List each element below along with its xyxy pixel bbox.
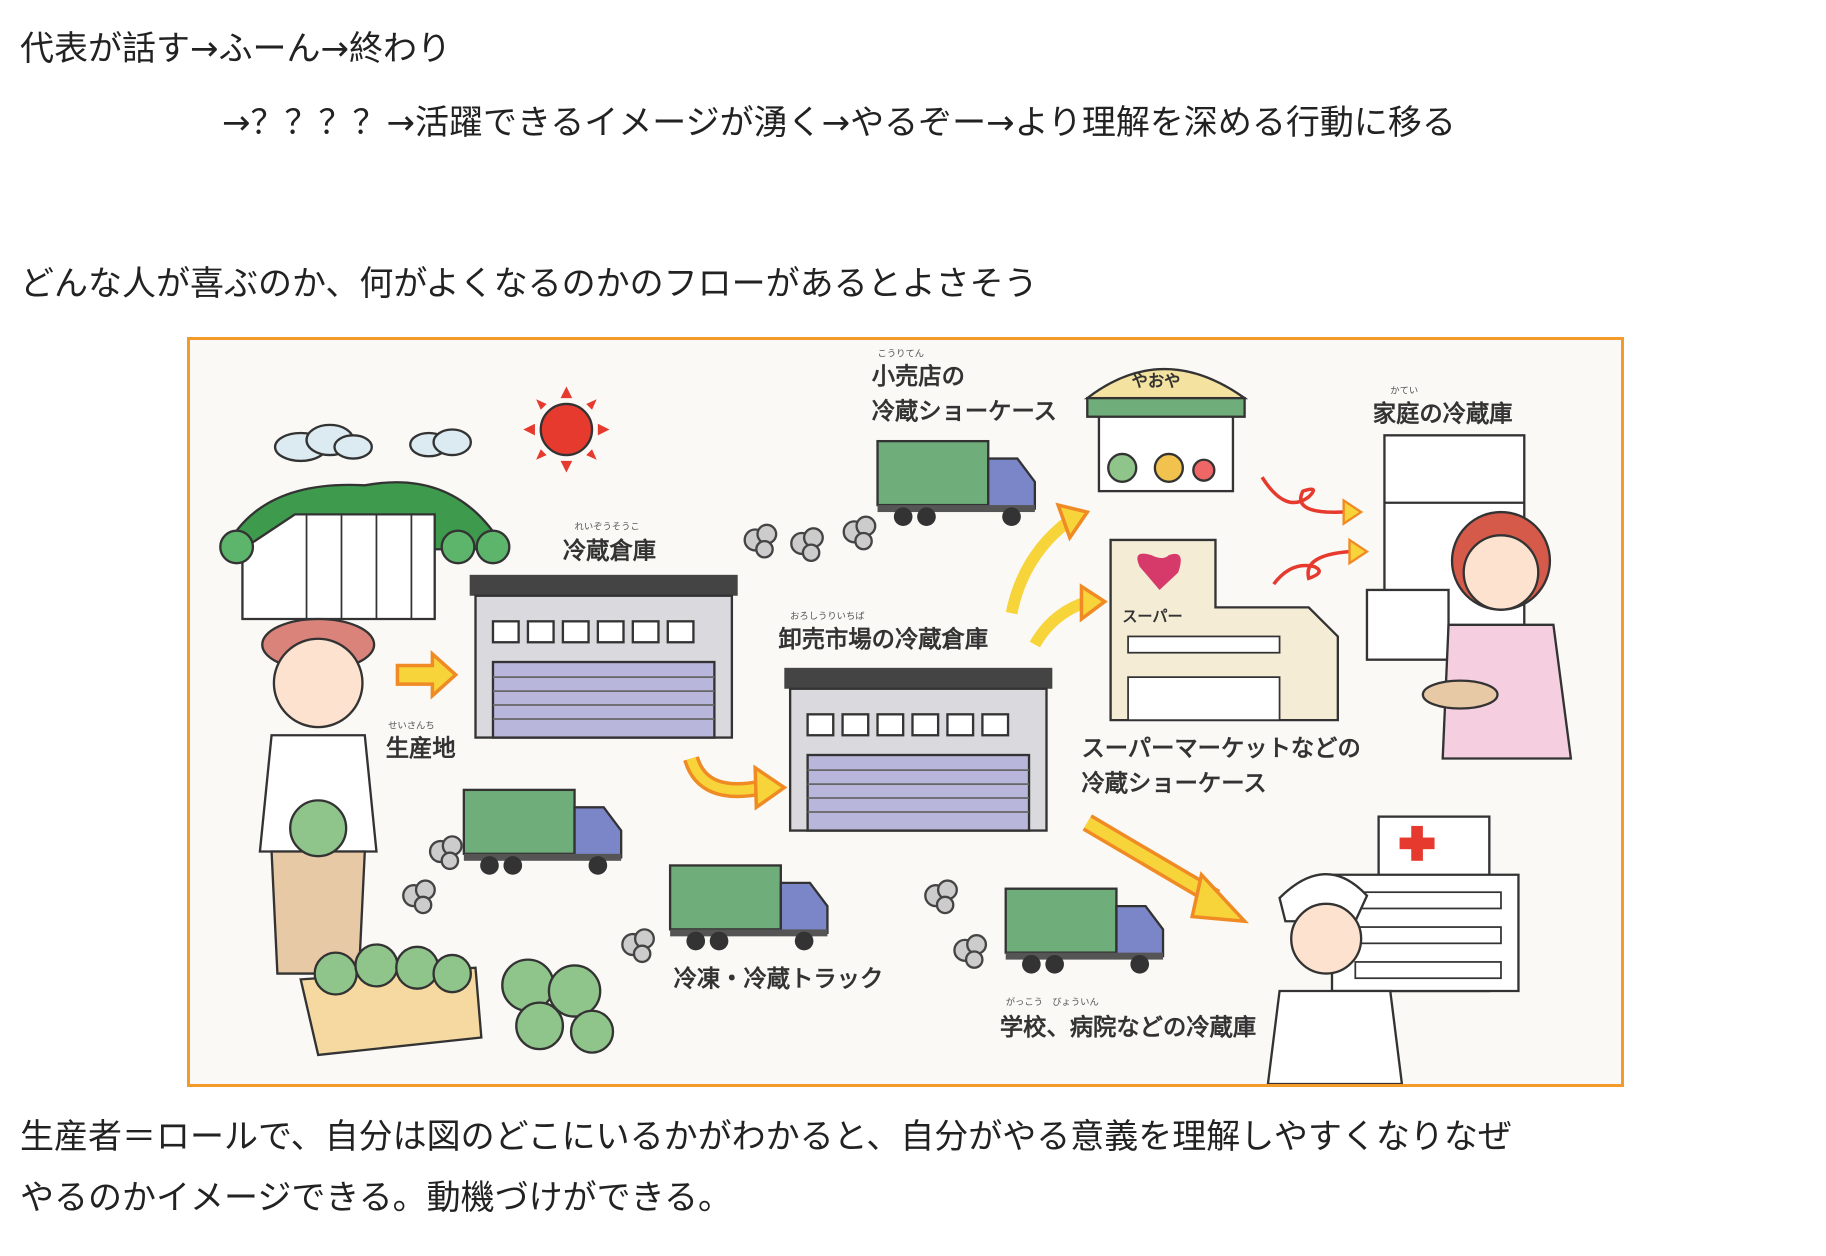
- note-line-5: やるのかイメージできる。動機づけができる。: [20, 1178, 732, 1218]
- flow-arrow-icon: [1029, 596, 1090, 648]
- label-ruby: おろしうりいちば: [790, 611, 865, 622]
- sun-icon: [523, 386, 610, 473]
- note-line-2: →？？？？→活躍できるイメージが湧く→やるぞー→より理解を深める行動に移る: [222, 103, 1456, 143]
- exhaust-icon: [621, 928, 655, 964]
- hospital-illustration: [1330, 815, 1520, 993]
- farmer-illustration: [258, 617, 378, 975]
- exhaust-icon: [402, 879, 436, 915]
- flow-arrow-icon: [1084, 817, 1219, 904]
- supermarket-illustration: [1109, 538, 1339, 722]
- label-truck: 冷凍・冷蔵トラック: [674, 965, 884, 992]
- cabbage-box-illustration: [299, 943, 615, 1057]
- label-home: 家庭の冷蔵庫: [1373, 400, 1513, 427]
- note-line-1: 代表が話す→ふーん→終わり: [20, 29, 451, 69]
- flow-arrow-icon: [1005, 515, 1074, 615]
- label-production: 生産地: [386, 735, 456, 762]
- exhaust-icon: [743, 523, 778, 559]
- cold-storage-warehouse-illustration: [468, 573, 739, 739]
- flow-arrow-icon: [686, 756, 762, 795]
- label-ruby: がっこう びょういん: [1006, 996, 1099, 1008]
- cloud-icon: [273, 423, 473, 463]
- shop-sign: やおや: [1132, 372, 1181, 391]
- label-wholesale: 卸売市場の冷蔵倉庫: [778, 626, 988, 653]
- exhaust-icon: [842, 515, 877, 551]
- illustration-svg: せいさんち 生産地 れいぞうそうこ 冷蔵倉庫 こうりてん 小売店の 冷蔵ショーケ…: [219, 348, 1573, 1084]
- label-ruby: かてい: [1390, 385, 1418, 396]
- housewife-illustration: [1421, 510, 1573, 760]
- label-ruby: れいぞうそうこ: [575, 521, 640, 532]
- cold-chain-flow-illustration: せいさんち 生産地 れいぞうそうこ 冷蔵倉庫 こうりてん 小売店の 冷蔵ショーケ…: [187, 337, 1624, 1087]
- label-super-1: スーパーマーケットなどの: [1081, 735, 1360, 762]
- truck-icon: [462, 788, 623, 876]
- grocery-shop-illustration: [1083, 367, 1249, 493]
- label-retail-2: 冷蔵ショーケース: [872, 398, 1057, 425]
- exhaust-icon: [924, 879, 958, 915]
- label-ruby: こうりてん: [878, 348, 925, 359]
- label-school: 学校、病院などの冷蔵庫: [1000, 1014, 1256, 1041]
- flow-arrow-icon: [1272, 549, 1350, 586]
- super-sign: スーパー: [1122, 607, 1182, 625]
- label-retail-1: 小売店の: [872, 363, 965, 390]
- label-super-2: 冷蔵ショーケース: [1081, 770, 1266, 797]
- truck-icon: [1004, 887, 1165, 975]
- exhaust-icon: [953, 934, 988, 969]
- note-line-4: 生産者＝ロールで、自分は図のどこにいるかがわかると、自分がやる意義を理解しやすく…: [20, 1117, 1512, 1157]
- label-ruby: せいさんち: [388, 720, 435, 731]
- note-line-3: どんな人が喜ぶのか、何がよくなるのかのフローがあるとよさそう: [20, 264, 1038, 304]
- label-cold-storage: 冷蔵倉庫: [563, 538, 656, 565]
- wholesale-warehouse-illustration: [783, 666, 1054, 832]
- flow-arrow-icon: [395, 652, 458, 698]
- greenhouse-illustration: [219, 481, 511, 621]
- truck-icon: [876, 439, 1037, 528]
- exhaust-icon: [790, 527, 824, 563]
- flow-arrow-icon: [1260, 476, 1344, 514]
- truck-icon: [668, 864, 829, 952]
- school-cook-illustration: [1266, 873, 1404, 1084]
- exhaust-icon: [428, 835, 463, 871]
